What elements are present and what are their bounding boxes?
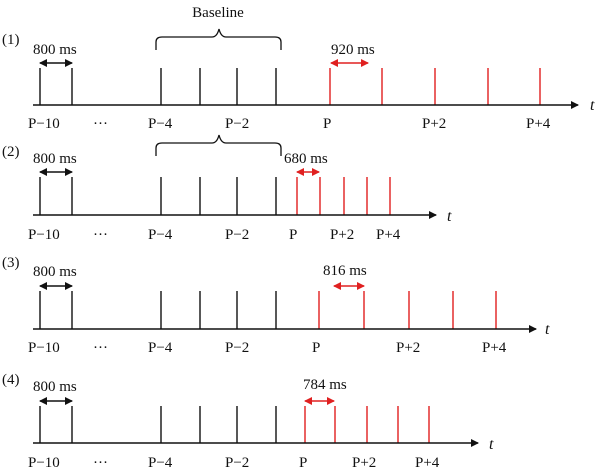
panel-label: (3) — [2, 255, 20, 271]
label-dots: ··· — [93, 116, 108, 132]
label-p-minus-2: P−2 — [225, 227, 249, 243]
label-p: P — [323, 116, 331, 132]
baseline-ticks — [39, 177, 277, 215]
label-p-minus-2: P−2 — [225, 116, 249, 132]
label-p-plus-2: P+2 — [422, 116, 446, 132]
probe-interval-label: 680 ms — [284, 151, 328, 167]
label-p-minus-10: P−10 — [28, 116, 60, 132]
label-p-minus-10: P−10 — [28, 340, 60, 356]
label-p-minus-10: P−10 — [28, 455, 60, 471]
time-axis-symbol: t — [489, 436, 494, 453]
label-p-plus-2: P+2 — [330, 227, 354, 243]
probe-interval-label: 816 ms — [323, 263, 367, 279]
label-p-minus-2: P−2 — [225, 340, 249, 356]
probe-interval-label: 784 ms — [303, 377, 347, 393]
label-dots: ··· — [93, 227, 108, 243]
label-p-minus-4: P−4 — [148, 455, 173, 471]
label-p-plus-4: P+4 — [482, 340, 507, 356]
time-axis-symbol: t — [545, 321, 550, 338]
baseline-brace — [155, 134, 282, 156]
label-p: P — [299, 455, 307, 471]
label-dots: ··· — [93, 455, 108, 471]
ref-interval-label: 800 ms — [33, 42, 77, 58]
label-p-plus-4: P+4 — [415, 455, 440, 471]
label-p-plus-2: P+2 — [396, 340, 420, 356]
probe-ticks — [296, 177, 391, 215]
panel-label: (4) — [2, 372, 20, 388]
baseline-ticks — [39, 406, 277, 443]
ref-interval-label: 800 ms — [33, 151, 77, 167]
label-p-plus-2: P+2 — [352, 455, 376, 471]
ref-interval-label: 800 ms — [33, 379, 77, 395]
label-p-minus-4: P−4 — [148, 340, 173, 356]
label-p: P — [312, 340, 320, 356]
time-axis-symbol: t — [447, 208, 452, 225]
time-axis-symbol: t — [590, 97, 595, 114]
label-p-minus-4: P−4 — [148, 116, 173, 132]
label-p-minus-10: P−10 — [28, 227, 60, 243]
label-dots: ··· — [93, 340, 108, 356]
baseline-ticks — [39, 68, 277, 105]
probe-ticks — [318, 291, 497, 329]
probe-ticks — [304, 406, 430, 443]
label-p-plus-4: P+4 — [376, 227, 401, 243]
panel-4: (4) 800 ms 784 ms t P−10 ··· P−4 P−2 P P… — [2, 372, 494, 471]
label-p: P — [289, 227, 297, 243]
baseline-label: Baseline — [192, 5, 244, 21]
panel-1: (1) Baseline 800 ms 920 ms — [2, 5, 595, 132]
panel-3: (3) 800 ms 816 ms t P−10 ··· P−4 P−2 P P… — [2, 255, 550, 356]
panel-2: (2) 800 ms 680 ms t P−10 ··· P−4 P−2 P P… — [2, 134, 452, 243]
label-p-minus-2: P−2 — [225, 455, 249, 471]
probe-ticks — [329, 68, 541, 105]
label-p-plus-4: P+4 — [526, 116, 551, 132]
baseline-ticks — [39, 291, 277, 329]
panel-label: (1) — [2, 32, 20, 48]
probe-interval-label: 920 ms — [331, 42, 375, 58]
panel-label: (2) — [2, 144, 20, 160]
baseline-brace: Baseline — [155, 5, 282, 50]
label-p-minus-4: P−4 — [148, 227, 173, 243]
ref-interval-label: 800 ms — [33, 264, 77, 280]
